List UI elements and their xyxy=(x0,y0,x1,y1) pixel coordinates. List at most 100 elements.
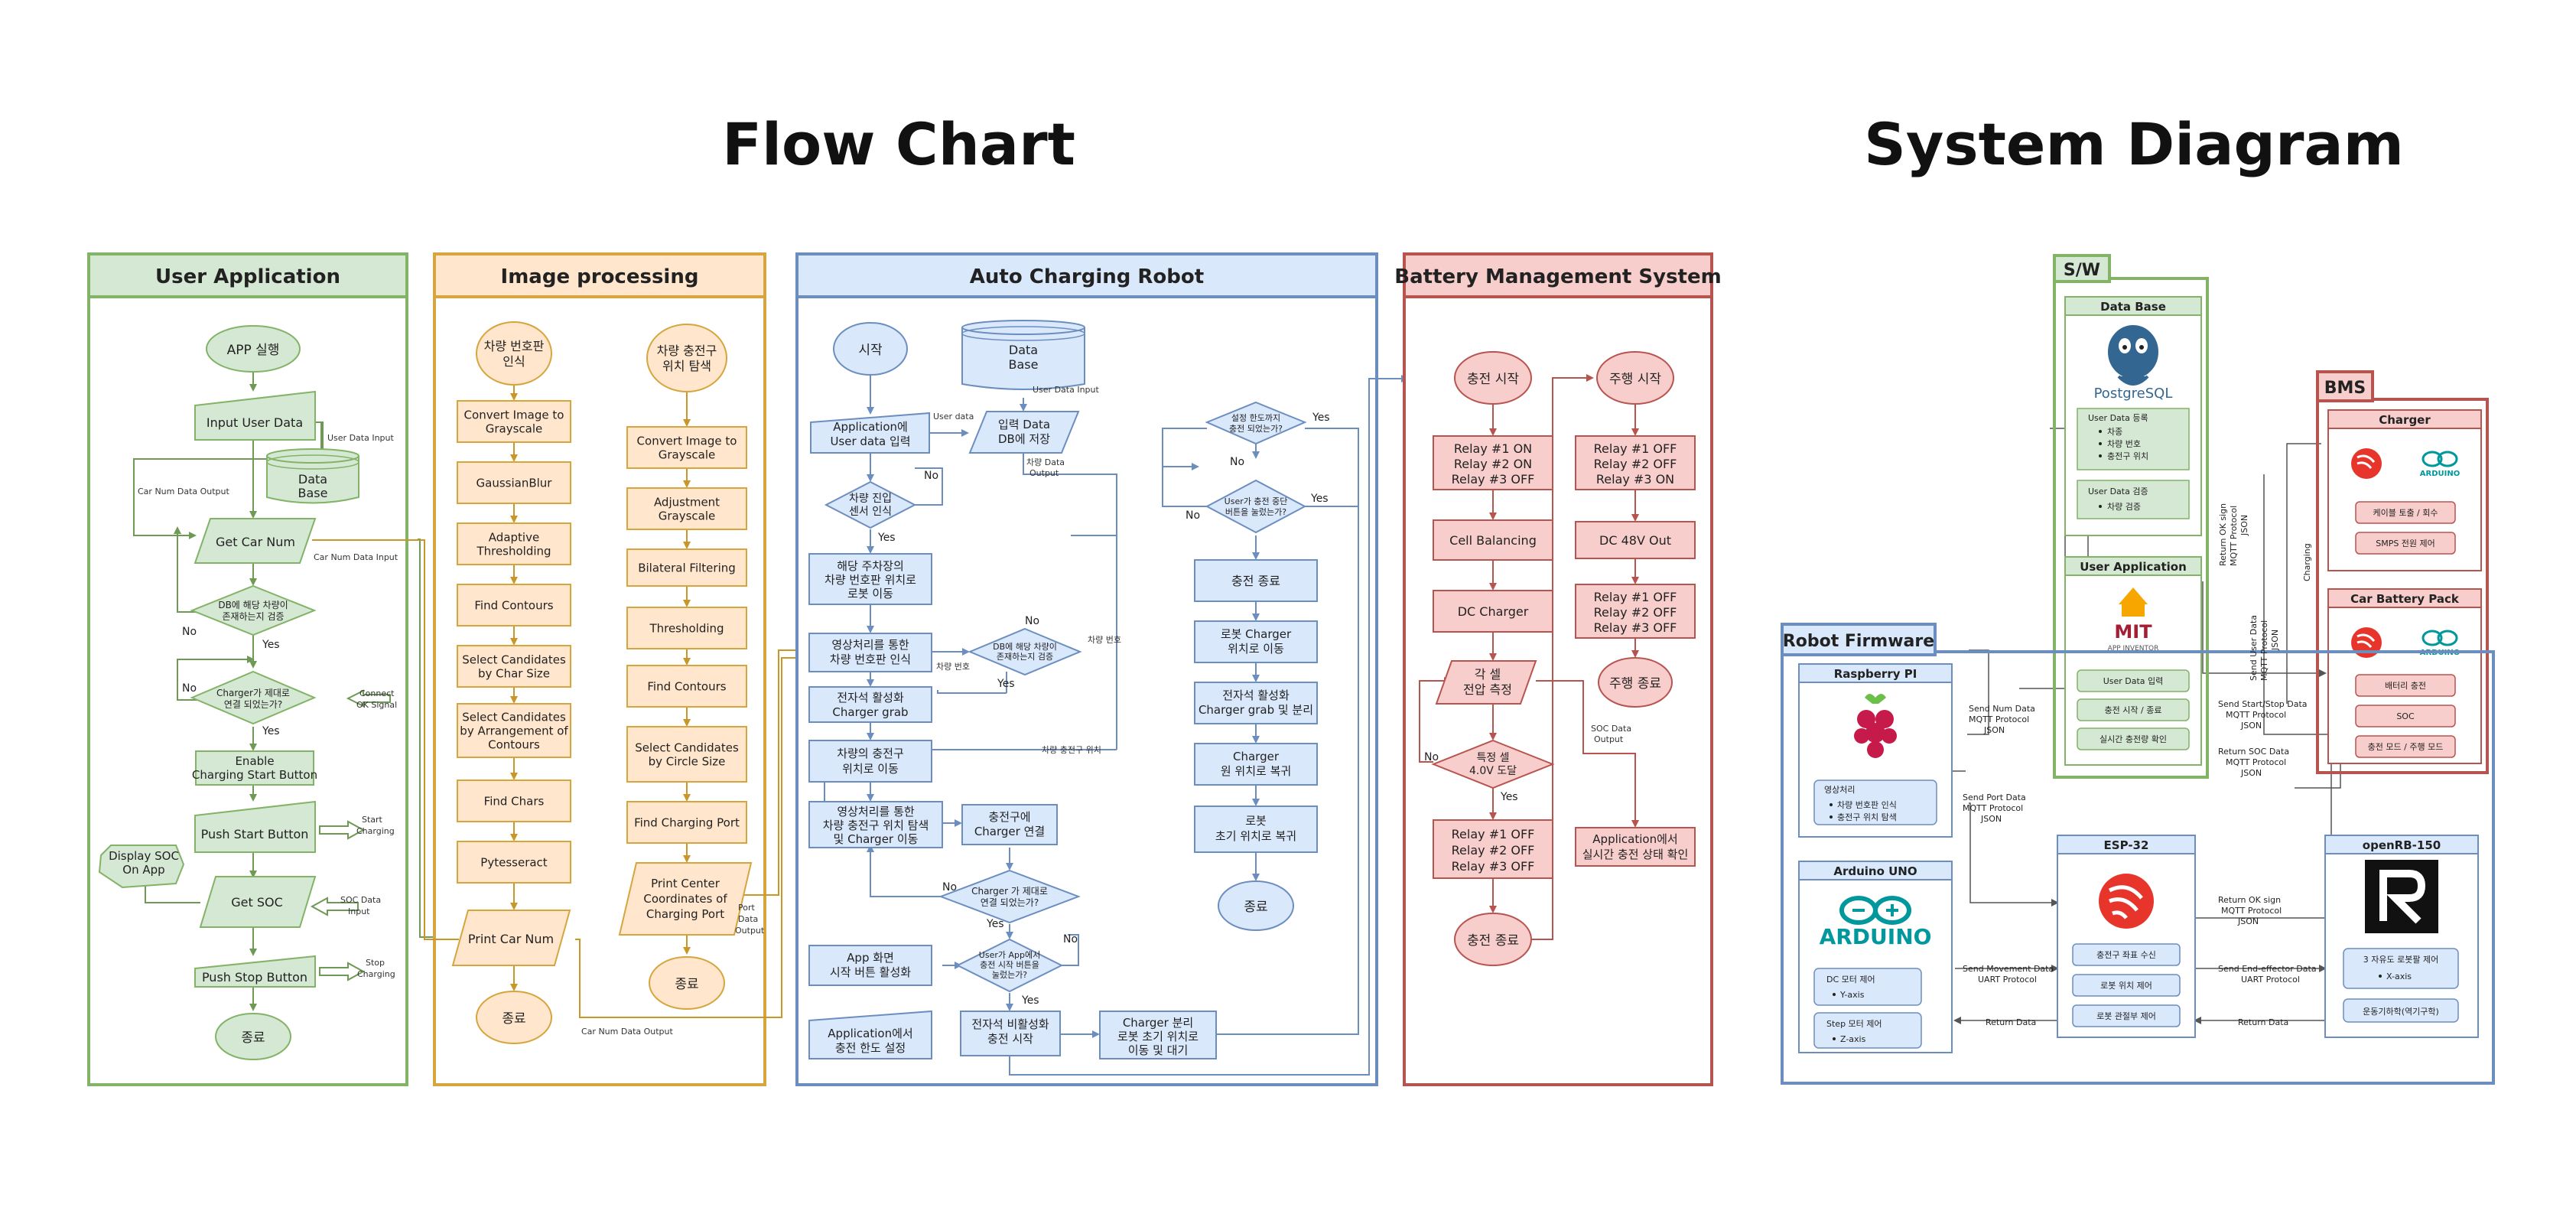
svg-text:openRB-150: openRB-150 xyxy=(2363,838,2441,852)
feature-box xyxy=(2355,735,2456,758)
svg-text:Yes: Yes xyxy=(1312,412,1330,424)
svg-text:Application에: Application에 xyxy=(833,420,908,434)
node-label: Contours xyxy=(488,737,540,751)
user-stop-decision xyxy=(1205,479,1307,534)
svg-text:UART Protocol: UART Protocol xyxy=(1978,975,2037,985)
robot-return-node xyxy=(1194,806,1318,853)
image-processing-box xyxy=(1813,779,1937,825)
svg-text:3 자유도 로봇팔 제어: 3 자유도 로봇팔 제어 xyxy=(2363,955,2438,965)
feature-label: 케이블 토출 / 회수 xyxy=(2373,508,2438,518)
svg-text:각 셀: 각 셀 xyxy=(1475,667,1501,682)
svg-text:차량 충전구: 차량 충전구 xyxy=(657,343,717,358)
feature-label: 실시간 충전량 확인 xyxy=(2100,734,2167,744)
process-step-node xyxy=(626,487,747,530)
svg-text:위치로 이동: 위치로 이동 xyxy=(1228,642,1284,656)
svg-text:영상처리를 통한: 영상처리를 통한 xyxy=(837,805,915,819)
svg-text:OK Signal: OK Signal xyxy=(356,700,397,710)
image-processing-column-a: Convert Image toGrayscaleGaussianBlurAda… xyxy=(457,400,571,884)
process-step-node xyxy=(457,584,571,627)
svg-text:운동기하학(역기구학): 운동기하학(역기구학) xyxy=(2363,1006,2439,1017)
svg-text:Charging Start Button: Charging Start Button xyxy=(192,768,317,782)
mit-label: MIT xyxy=(2114,621,2152,643)
svg-text:Yes: Yes xyxy=(262,725,280,737)
svg-text:MQTT Protocol: MQTT Protocol xyxy=(2221,906,2282,916)
feature-label: SOC xyxy=(2396,711,2415,721)
svg-text:No: No xyxy=(942,881,957,893)
svg-text:Coordinates of: Coordinates of xyxy=(643,892,727,906)
relays-a-node xyxy=(1433,435,1553,490)
svg-text:No: No xyxy=(182,626,197,638)
robot-firmware-label: Robot Firmware xyxy=(1783,632,1934,651)
svg-text:Relay #2 OFF: Relay #2 OFF xyxy=(1452,843,1535,858)
node-label: by Circle Size xyxy=(649,754,726,768)
svg-text:Send Port Data: Send Port Data xyxy=(1963,793,2026,802)
svg-text:충전 되었는가?: 충전 되었는가? xyxy=(1229,424,1283,434)
plate-recognition-start xyxy=(476,321,552,386)
svg-text:User가 충전 중단: User가 충전 중단 xyxy=(1225,496,1288,506)
charger-connected-decision xyxy=(938,869,1081,924)
svg-text:눌렀는가?: 눌렀는가? xyxy=(992,969,1027,980)
limit-reached-decision xyxy=(1205,401,1307,445)
svg-text:Return SOC Data: Return SOC Data xyxy=(2218,747,2289,757)
charge-end-node xyxy=(1194,559,1318,602)
node-label: Find Contours xyxy=(647,679,726,693)
bms-charge-start xyxy=(1454,351,1532,405)
svg-text:App 화면: App 화면 xyxy=(847,951,894,965)
process-step-node xyxy=(457,522,571,565)
svg-text:영상처리: 영상처리 xyxy=(1824,785,1855,795)
charger-separate-node xyxy=(1099,1011,1217,1059)
svg-text:설정 한도까지: 설정 한도까지 xyxy=(1231,413,1280,423)
search-port-node xyxy=(808,801,943,848)
input-user-data-label: Input User Data xyxy=(207,415,303,430)
svg-text:차량 번호판 인식: 차량 번호판 인식 xyxy=(830,653,911,666)
node-label: Pytesseract xyxy=(480,855,547,869)
svg-text:Charger 분리: Charger 분리 xyxy=(1123,1016,1193,1030)
user-pressed-decision xyxy=(955,938,1064,993)
user-app-start-node xyxy=(206,325,301,373)
node-label: Select Candidates xyxy=(462,710,566,724)
feature-label: 로봇 관절부 제어 xyxy=(2096,1011,2156,1021)
svg-text:Charger 가 제대로: Charger 가 제대로 xyxy=(971,886,1048,897)
arduino-logo-icon xyxy=(2422,451,2458,467)
postgres-label: PostgreSQL xyxy=(2094,386,2173,402)
feature-box xyxy=(2072,1004,2181,1027)
svg-text:User data 입력: User data 입력 xyxy=(830,435,910,448)
svg-text:DB에 저장: DB에 저장 xyxy=(998,432,1050,446)
svg-text:MQTT Protocol: MQTT Protocol xyxy=(2226,710,2286,720)
svg-text:DB에 해당 차량이: DB에 해당 차량이 xyxy=(218,600,288,610)
svg-text:Port: Port xyxy=(738,903,755,913)
feature-box xyxy=(2072,943,2181,966)
svg-text:차량 번호판 인식: 차량 번호판 인식 xyxy=(1837,800,1897,810)
feature-box xyxy=(2355,705,2456,727)
process-step-node xyxy=(626,665,747,708)
svg-text:Return OK sign: Return OK sign xyxy=(2218,503,2228,566)
node-label: Find Charging Port xyxy=(634,815,740,829)
svg-text:Data: Data xyxy=(298,472,327,487)
svg-text:충전 시작: 충전 시작 xyxy=(1467,372,1519,387)
app-input-node xyxy=(810,412,930,454)
move-port-node xyxy=(808,740,932,783)
svg-text:SOC Data: SOC Data xyxy=(1591,724,1631,734)
node-label: Grayscale xyxy=(659,509,716,522)
svg-text:Yes: Yes xyxy=(1021,994,1039,1007)
svg-text:Print Center: Print Center xyxy=(651,877,720,890)
svg-text:JSON: JSON xyxy=(2237,916,2259,926)
svg-text:JSON: JSON xyxy=(2240,721,2262,731)
flow-chart-title: Flow Chart xyxy=(722,110,1075,178)
svg-text:Charger가 제대로: Charger가 제대로 xyxy=(216,688,290,698)
car-enter-decision xyxy=(824,480,917,529)
svg-text:Charging Port: Charging Port xyxy=(646,907,724,921)
app-limit-node xyxy=(808,1010,932,1059)
process-step-node xyxy=(457,645,571,688)
svg-text:MQTT Protocol: MQTT Protocol xyxy=(2259,620,2269,681)
espressif-logo-icon xyxy=(2351,448,2382,479)
svg-text:인식: 인식 xyxy=(503,354,525,369)
svg-text:MQTT Protocol: MQTT Protocol xyxy=(2226,757,2286,767)
svg-text:DB에 해당 차량이: DB에 해당 차량이 xyxy=(993,641,1057,652)
robotis-logo-icon xyxy=(2365,860,2438,933)
get-car-num-node xyxy=(194,518,317,564)
svg-text:MQTT Protocol: MQTT Protocol xyxy=(1963,803,2023,813)
process-step-node xyxy=(457,841,571,884)
feature-label: SMPS 전원 제어 xyxy=(2376,539,2435,548)
